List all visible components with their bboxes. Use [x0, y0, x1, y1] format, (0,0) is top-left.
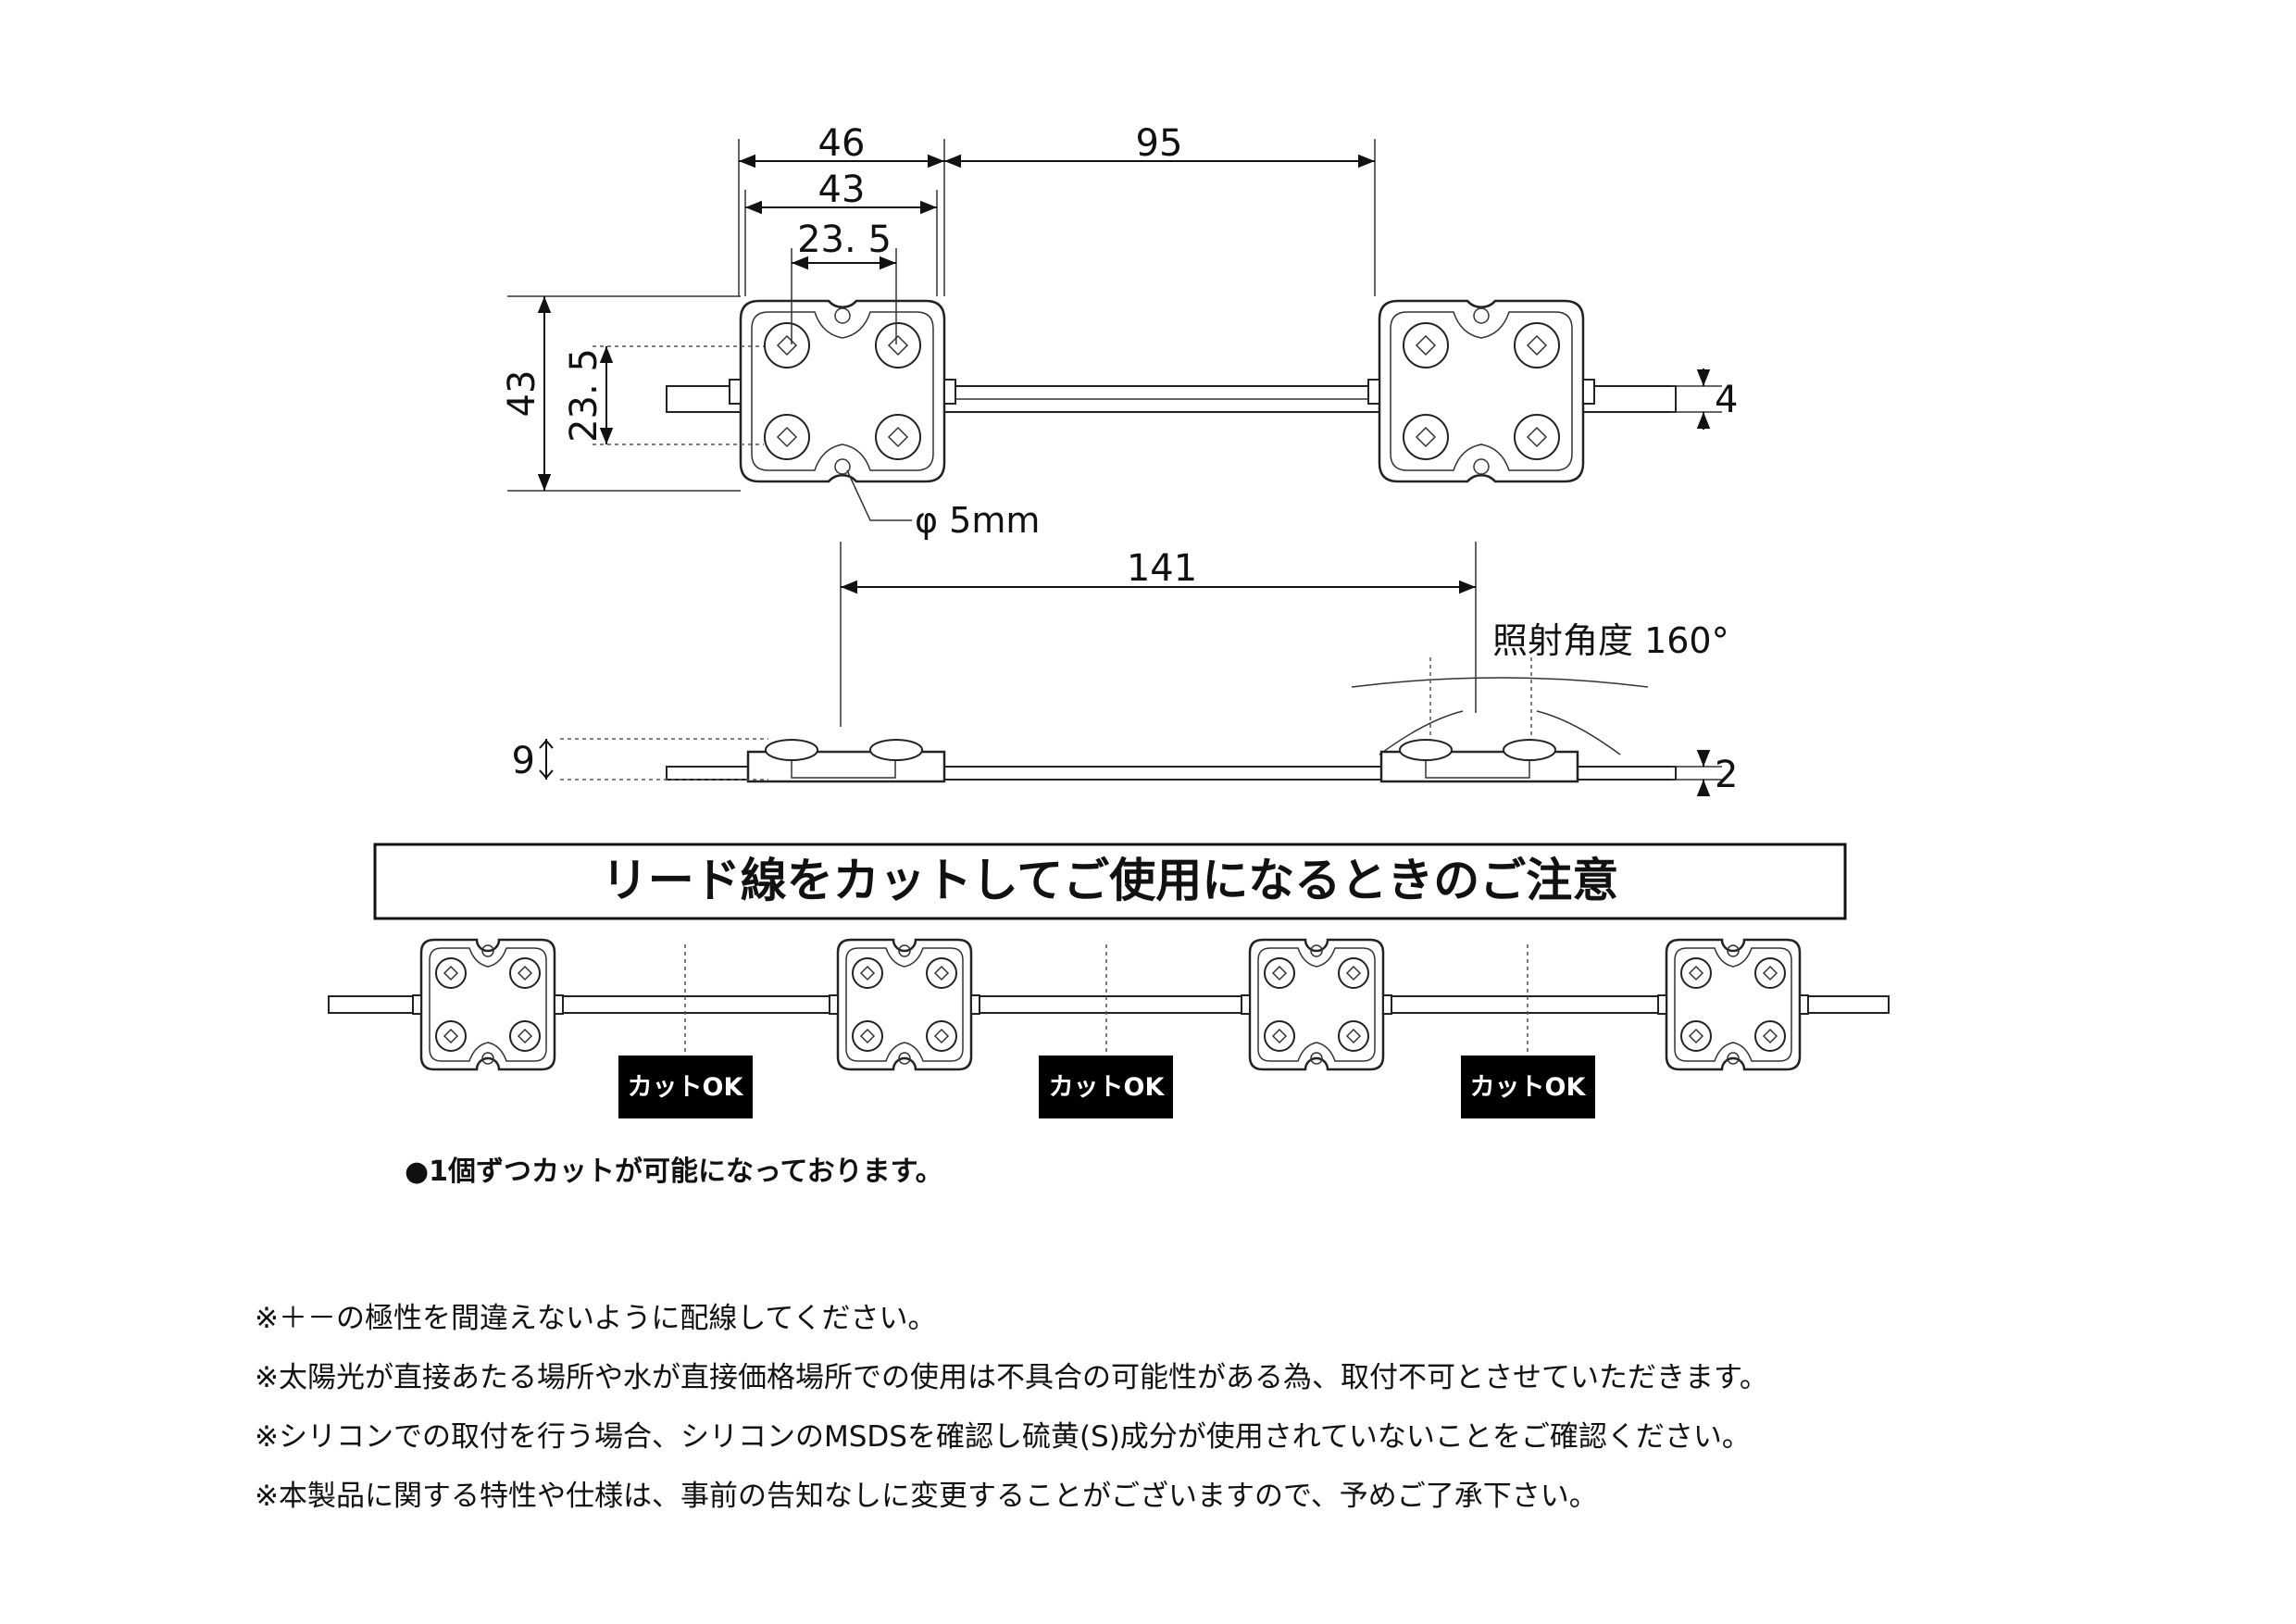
beam-angle-label: 照射角度 160°: [1492, 620, 1729, 661]
cut-section-title-box: [373, 843, 1847, 920]
dim-141: 141: [1127, 547, 1197, 590]
side-view: 141 照射角度 160° 9 2: [512, 542, 1738, 796]
led-module-4: [1656, 938, 1810, 1071]
top-view: 46 95 43 23. 5 43 23. 5 φ 5mm 4: [501, 122, 1738, 541]
note-silicone: ※シリコンでの取付を行う場合、シリコンのMSDSを確認し硫黄(S)成分が使用され…: [255, 1420, 1751, 1454]
note-polarity: ※＋－の極性を間違えないように配線してください。: [255, 1302, 937, 1335]
dim-23-5-vertical: 23. 5: [563, 348, 605, 443]
svg-text:カットOK: カットOK: [1049, 1073, 1166, 1102]
led-module-right: [1366, 299, 1596, 483]
cut-note: ●1個ずつカットが可能になっております。: [405, 1156, 943, 1188]
notes-list: ※＋－の極性を間違えないように配線してください。 ※太陽光が直接あたる場所や水が…: [255, 1289, 2245, 1526]
hole-diameter-label: φ 5mm: [915, 500, 1040, 541]
led-module-2: [828, 938, 981, 1071]
dim-23-5: 23. 5: [797, 219, 892, 261]
dim-43-vertical: 43: [501, 370, 543, 418]
led-module-3: [1240, 938, 1393, 1071]
dim-95: 95: [1136, 122, 1183, 165]
note-spec-change: ※本製品に関する特性や仕様は、事前の告知なしに変更することがございますので、予め…: [255, 1480, 1598, 1513]
cut-ok-badge-3: カットOK: [1461, 1056, 1595, 1118]
dim-4: 4: [1715, 379, 1738, 421]
led-module-1: [411, 938, 565, 1071]
cut-section-title: リード線をカットしてご使用になるときのご注意: [602, 854, 1619, 907]
cut-ok-badge-2: カットOK: [1039, 1056, 1173, 1118]
dim-43: 43: [818, 169, 866, 211]
svg-text:カットOK: カットOK: [628, 1073, 744, 1102]
cut-section: リード線をカットしてご使用になるときのご注意 カットOK カットOK カットOK…: [328, 843, 1890, 1188]
svg-text:カットOK: カットOK: [1470, 1073, 1587, 1102]
dim-2: 2: [1715, 754, 1738, 796]
dim-9: 9: [512, 740, 535, 782]
dim-46: 46: [818, 122, 866, 165]
note-sunlight: ※太陽光が直接あたる場所や水が直接価格場所での使用は不具合の可能性がある為、取付…: [255, 1361, 1768, 1394]
led-module-left: [728, 299, 957, 483]
cut-ok-badge-1: カットOK: [618, 1056, 753, 1118]
